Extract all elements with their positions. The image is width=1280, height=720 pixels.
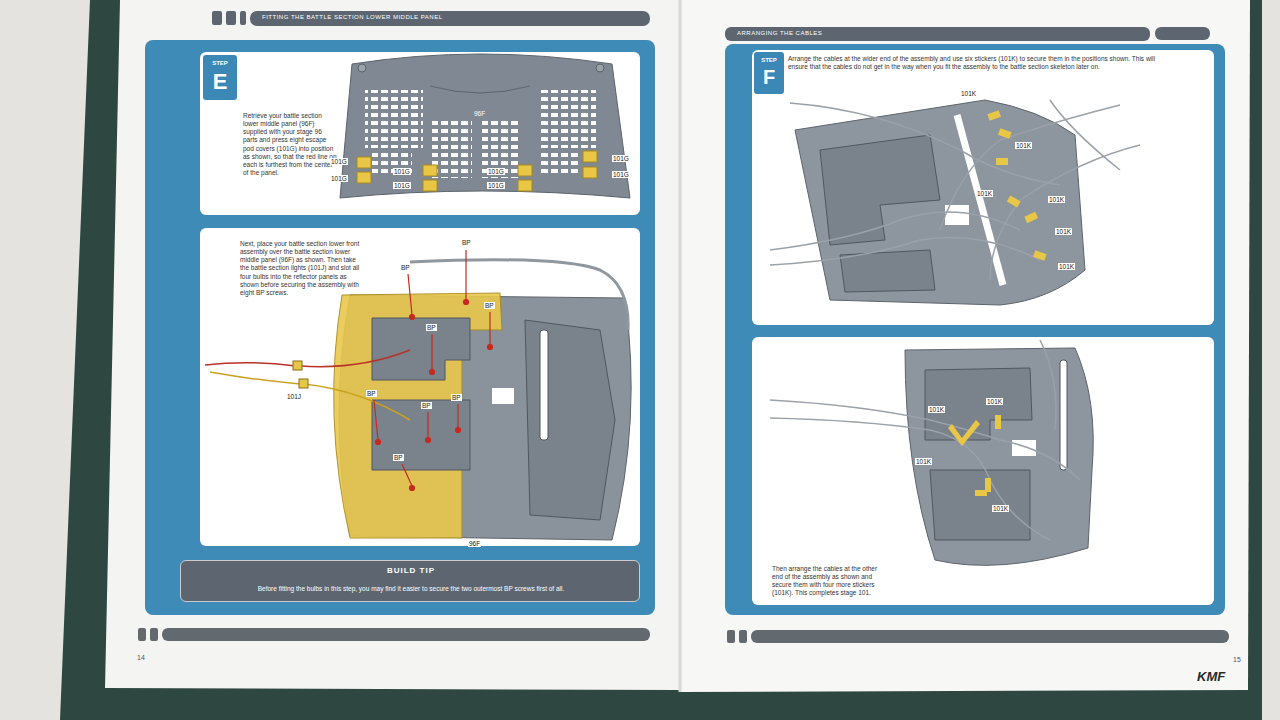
box-heading: BUILD TIP: [181, 566, 641, 576]
blue-frame: [725, 44, 1225, 615]
assembly-drawing: [205, 250, 631, 540]
blue-frame: [145, 40, 655, 615]
sticker-label: 101K: [992, 505, 1009, 512]
box-text: E: [203, 68, 237, 96]
part-number: 101G: [330, 175, 348, 182]
box-text: Retrieve your battle section lower middl…: [243, 112, 338, 177]
left-page: [105, 0, 680, 690]
screw-label: BP: [400, 264, 411, 271]
page-number: 14: [136, 654, 146, 662]
page-number: 15: [1232, 656, 1242, 664]
header-band: FITTING THE BATTLE SECTION LOWER MIDDLE …: [250, 11, 650, 26]
sticker-label: 101K: [1055, 228, 1072, 235]
screw-label: BP: [451, 394, 462, 401]
part-number: 96F: [473, 110, 486, 117]
box-text: Then arrange the cables at the other end…: [772, 565, 884, 598]
box-heading: STEP: [754, 57, 784, 65]
header-squares: [212, 11, 1210, 40]
part-number: 101G: [330, 158, 348, 165]
cable-drawing-wide-end: [770, 100, 1140, 305]
step-panel: Next, place your battle section lower fr…: [200, 228, 640, 546]
box-heading: STEP: [203, 60, 237, 68]
watermark: KMF: [1196, 670, 1226, 684]
part-number: 101G: [487, 182, 505, 189]
box-text: Before fitting the bulbs in this step, y…: [191, 585, 631, 593]
box-text: F: [754, 65, 784, 90]
right-page: [680, 0, 1250, 692]
footer-bars: [138, 628, 1229, 643]
sticker-label: 101K: [1015, 142, 1032, 149]
sticker-label: 101K: [960, 90, 977, 97]
step-panel: Arrange the cables at the wider end of t…: [752, 50, 1214, 325]
step-panel: Then arrange the cables at the other end…: [752, 337, 1214, 605]
panel-96f-drawing: [340, 54, 630, 198]
part-number: 101G: [612, 155, 630, 162]
box-text: FITTING THE BATTLE SECTION LOWER MIDDLE …: [262, 14, 642, 22]
sticker-label: 101K: [915, 458, 932, 465]
part-number: 101G: [393, 182, 411, 189]
box-text: Arrange the cables at the wider end of t…: [788, 55, 1168, 71]
step-panel: Retrieve your battle section lower middl…: [200, 52, 640, 215]
screw-label: BP: [484, 302, 495, 309]
part-number: 101J: [286, 393, 302, 400]
part-number: 101G: [393, 168, 411, 175]
screw-label: BP: [366, 390, 377, 397]
cable-drawing-other-end: [770, 340, 1093, 565]
part-number: 96F: [468, 540, 481, 547]
screw-label: BP: [426, 324, 437, 331]
part-number: 101G: [487, 168, 505, 175]
cutting-mat: [60, 0, 1262, 720]
step-badge: STEPF: [754, 52, 784, 94]
build-tip-box: BUILD TIP Before fitting the bulbs in thi…: [180, 560, 640, 602]
box-text: Next, place your battle section lower fr…: [240, 240, 362, 297]
page-fold: [679, 0, 682, 692]
header-band: ARRANGING THE CABLES: [725, 27, 1150, 41]
screw-label: BP: [461, 239, 472, 246]
screw-label: BP: [393, 454, 404, 461]
sticker-label: 101K: [1058, 263, 1075, 270]
box-text: ARRANGING THE CABLES: [737, 30, 1137, 38]
sticker-label: 101K: [976, 190, 993, 197]
sticker-label: 101K: [986, 398, 1003, 405]
sticker-label: 101K: [928, 406, 945, 413]
step-badge: STEPE: [203, 55, 237, 100]
part-number: 101G: [612, 171, 630, 178]
screw-label: BP: [421, 402, 432, 409]
sticker-label: 101K: [1048, 196, 1065, 203]
